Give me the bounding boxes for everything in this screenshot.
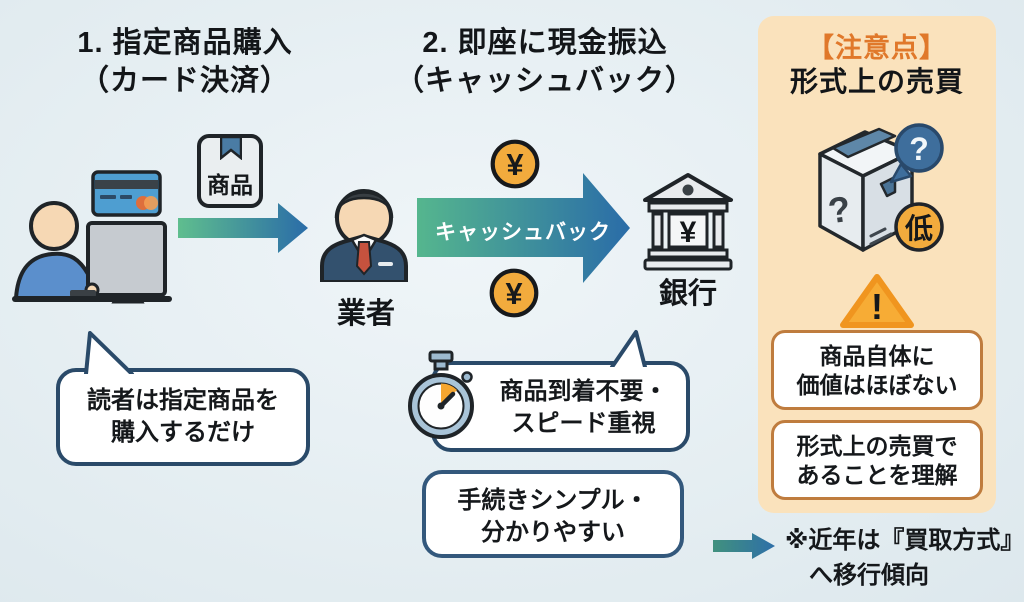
- arrow-purchase: [178, 203, 308, 253]
- vendor-hair: [334, 191, 394, 219]
- caution-panel: 【注意点】 形式上の売買 ? ? 低 ! 商品自体に 価値はほぼない: [758, 16, 996, 513]
- caution-note1-line2: 価値はほぼない: [796, 372, 958, 398]
- simple-box: 手続きシンプル・ 分かりやすい: [422, 470, 684, 558]
- monitor-icon: [86, 221, 167, 297]
- yen-coin-top-symbol: ¥: [506, 148, 523, 182]
- caution-note2-line1: 形式上の売買で: [796, 433, 958, 459]
- bubble-question-mark: ?: [909, 131, 929, 167]
- reader-bubble: 読者は指定商品を 購入するだけ: [56, 368, 310, 466]
- caution-note1: 商品自体に 価値はほぼない: [771, 330, 983, 410]
- arrow-cashback: [417, 173, 630, 283]
- step1-heading-line2: （カード決済）: [79, 65, 290, 97]
- step2-heading-line1: 2. 即座に現金振込: [422, 27, 668, 59]
- yen-coin-bottom-icon: ¥: [489, 268, 539, 318]
- speed-bubble-line1: 商品到着不要・: [499, 378, 668, 405]
- caution-note1-line1: 商品自体に: [819, 343, 935, 369]
- warning-triangle-icon: !: [840, 274, 914, 328]
- vendor-icon: [320, 189, 408, 282]
- vendor-tie: [355, 241, 373, 276]
- footnote-line2: へ移行傾向: [809, 562, 929, 589]
- caution-title: 形式上の売買: [789, 66, 964, 97]
- unknown-package-icon: ? ? 低: [818, 123, 944, 252]
- step2-heading-line2: （キャッシュバック）: [394, 65, 695, 97]
- low-value-badge: [894, 202, 944, 252]
- vendor-label: 業者: [336, 298, 395, 330]
- caution-tag: 【注意点】: [807, 33, 947, 63]
- bank-label: 銀行: [658, 278, 717, 310]
- product-box-label: 商品: [207, 172, 253, 198]
- stopwatch-icon: [408, 350, 474, 439]
- simple-box-line1: 手続きシンプル・: [457, 487, 649, 514]
- reader-head: [29, 201, 79, 251]
- bank-yen-symbol: ¥: [680, 216, 697, 249]
- low-badge-text: 低: [904, 213, 933, 244]
- reader-at-computer-icon: [12, 170, 172, 304]
- step1-heading: 1. 指定商品購入 （カード決済）: [20, 24, 350, 100]
- warning-exclamation-mark: !: [871, 286, 883, 327]
- cashback-arrow-label: キャッシュバック: [435, 221, 611, 244]
- simple-box-line2: 分かりやすい: [481, 519, 625, 546]
- credit-card-icon: [91, 170, 162, 217]
- desk-line: [12, 296, 172, 302]
- reader-bubble-line2: 購入するだけ: [111, 419, 255, 446]
- speed-bubble-line2: スピード重視: [511, 410, 656, 437]
- step2-heading: 2. 即座に現金振込 （キャッシュバック）: [382, 24, 708, 100]
- step1-heading-line1: 1. 指定商品購入: [77, 27, 293, 59]
- yen-coin-top-icon: ¥: [490, 139, 540, 189]
- question-bubble-icon: [894, 123, 944, 173]
- caution-note2: 形式上の売買で あることを理解: [771, 420, 983, 500]
- reader-bubble-line1: 読者は指定商品を: [87, 387, 279, 414]
- footnote-line1: ※近年は『買取方式』: [785, 527, 1024, 554]
- bank-icon: ¥: [643, 173, 733, 271]
- footnote-arrow-icon: [713, 533, 775, 559]
- caution-note2-line2: あることを理解: [796, 462, 958, 488]
- product-box-icon: 商品: [197, 134, 263, 208]
- yen-coin-bottom-symbol: ¥: [505, 277, 522, 311]
- ribbon-icon: [220, 137, 242, 160]
- footnote-text: ※近年は『買取方式』 へ移行傾向: [785, 523, 1024, 593]
- speed-bubble: 商品到着不要・ スピード重視: [431, 361, 690, 452]
- reader-bubble-tail: [84, 331, 134, 374]
- speed-bubble-tail: [610, 330, 647, 367]
